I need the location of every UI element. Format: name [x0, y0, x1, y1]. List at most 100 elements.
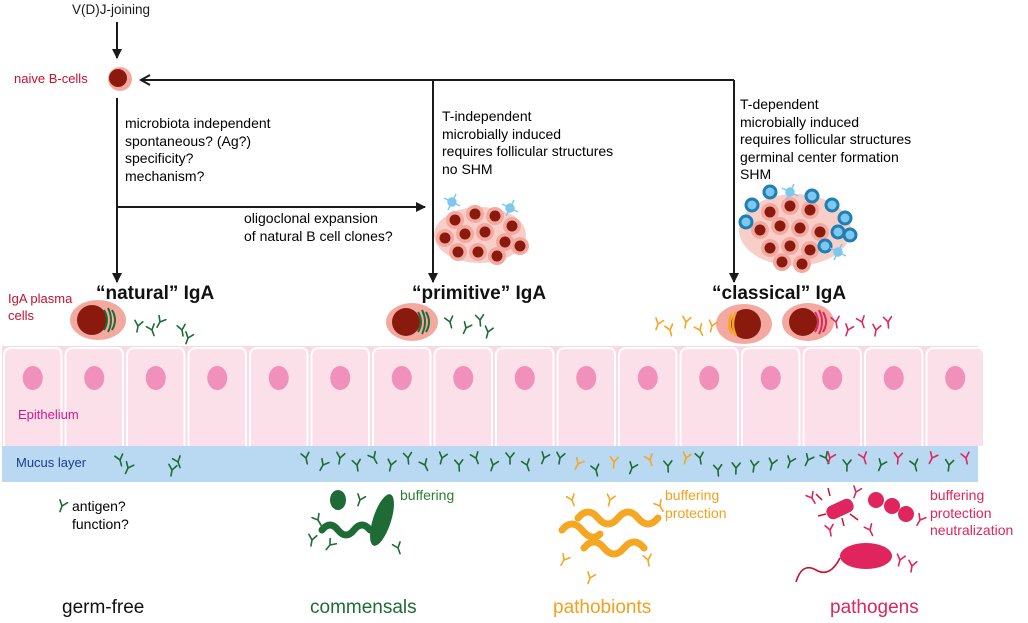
- antibody: [387, 458, 397, 472]
- antibody: [402, 451, 413, 465]
- classical-cluster: [738, 183, 858, 273]
- epithelial-nucleus: [22, 366, 43, 390]
- primitive-description: T-independent microbially induced requir…: [442, 108, 614, 177]
- antibody: [628, 461, 639, 475]
- antibody: [682, 451, 693, 465]
- expansion-label: oligoclonal expansion of natural B cell …: [244, 210, 393, 244]
- plasma-cells-label: IgA plasma cells: [8, 291, 73, 323]
- epithelial-nucleus: [760, 366, 781, 390]
- antibody: [787, 455, 797, 469]
- epithelial-nucleus: [268, 366, 289, 390]
- antibody: [124, 460, 135, 475]
- commensal-bacteria: [318, 490, 394, 546]
- antibody: [565, 493, 575, 507]
- antibody: [156, 314, 167, 328]
- flow-arrows: [112, 22, 739, 283]
- top-line-arrowhead: [138, 74, 151, 86]
- heading-classical: “classical” IgA: [712, 283, 847, 304]
- antibody: [896, 553, 906, 567]
- antibody: [357, 493, 367, 507]
- footer-pathobionts: pathobionts: [553, 597, 652, 618]
- antibody: [587, 571, 597, 585]
- epithelial-cell: [126, 347, 186, 446]
- antibody: [643, 453, 653, 467]
- epithelial-nucleus: [84, 366, 105, 390]
- plasma-cell-classical-orange: [716, 304, 772, 344]
- antibody: [59, 499, 69, 513]
- antibody: [908, 559, 918, 573]
- antibody: [845, 323, 855, 337]
- antibody: [877, 458, 888, 472]
- plasma-cell-primitive: [386, 303, 438, 341]
- antibody: [916, 512, 927, 526]
- antibody: [176, 323, 186, 337]
- pathobiont-bacteria: [558, 508, 662, 558]
- antibody: [960, 451, 970, 465]
- antibody: [830, 315, 840, 329]
- antibody: [749, 459, 760, 473]
- antibody: [438, 451, 449, 465]
- antibody: [909, 458, 919, 472]
- antibody: [556, 451, 566, 465]
- epithelial-nucleus: [453, 366, 474, 390]
- antibody: [606, 493, 616, 507]
- pathogen-description: buffering protection neutralization: [930, 487, 1014, 538]
- epithelial-cell: [556, 347, 616, 446]
- antibody: [462, 320, 473, 335]
- antibody: [325, 537, 338, 551]
- antibody: [805, 490, 816, 504]
- antibody: [653, 498, 664, 512]
- mucus-layer: [2, 446, 978, 482]
- epithelium-label: Epithelium: [18, 407, 79, 422]
- naive-b-cells-label: naive B-cells: [14, 71, 88, 86]
- antibody: [300, 451, 310, 465]
- antibody: [540, 451, 551, 465]
- antibody: [185, 331, 195, 345]
- antibody: [693, 322, 704, 337]
- antibody: [827, 451, 837, 465]
- plasma-cell-natural: [70, 300, 126, 340]
- antibody: [731, 462, 741, 475]
- antibody: [505, 452, 515, 465]
- antibody: [145, 323, 155, 337]
- antibody: [863, 522, 874, 537]
- vdj-label: V(D)J-joining: [72, 2, 151, 17]
- antibody: [574, 456, 585, 471]
- epithelial-cell: [679, 347, 739, 446]
- dendritic-cell: [443, 193, 519, 217]
- epithelium: [2, 346, 985, 446]
- antibody: [444, 315, 454, 329]
- epithelial-nucleus: [145, 366, 166, 390]
- classical-description: T-dependent microbially induced requires…: [740, 96, 912, 182]
- primitive-cluster: [434, 193, 529, 265]
- antibody: [872, 323, 882, 337]
- antibody: [520, 458, 530, 472]
- antibody: [391, 541, 401, 555]
- epithelial-nucleus: [699, 366, 720, 390]
- antibody: [712, 463, 723, 477]
- epithelial-nucleus: [576, 366, 597, 390]
- epithelial-cell: [802, 347, 862, 446]
- antibody: [351, 458, 361, 472]
- pathobiont-description: buffering protection: [665, 487, 727, 521]
- antibody: [694, 451, 704, 465]
- footer-pathogens: pathogens: [830, 597, 919, 618]
- antibody: [453, 458, 464, 472]
- epithelial-nucleus: [822, 366, 843, 390]
- epithelial-cell: [433, 347, 493, 446]
- antibody: [311, 512, 322, 526]
- epithelial-cell: [864, 347, 924, 446]
- epithelial-nucleus: [391, 366, 412, 390]
- antibody: [682, 315, 692, 329]
- antibody: [134, 319, 144, 333]
- antibody: [853, 485, 863, 499]
- antibody: [842, 459, 852, 472]
- antibody: [857, 451, 868, 465]
- antibody: [418, 457, 429, 472]
- footer-commensals: commensals: [310, 597, 417, 618]
- antibody: [474, 313, 485, 327]
- epithelial-cell: [64, 347, 124, 446]
- antibody: [944, 458, 955, 472]
- germfree-description: antigen? function?: [72, 498, 129, 532]
